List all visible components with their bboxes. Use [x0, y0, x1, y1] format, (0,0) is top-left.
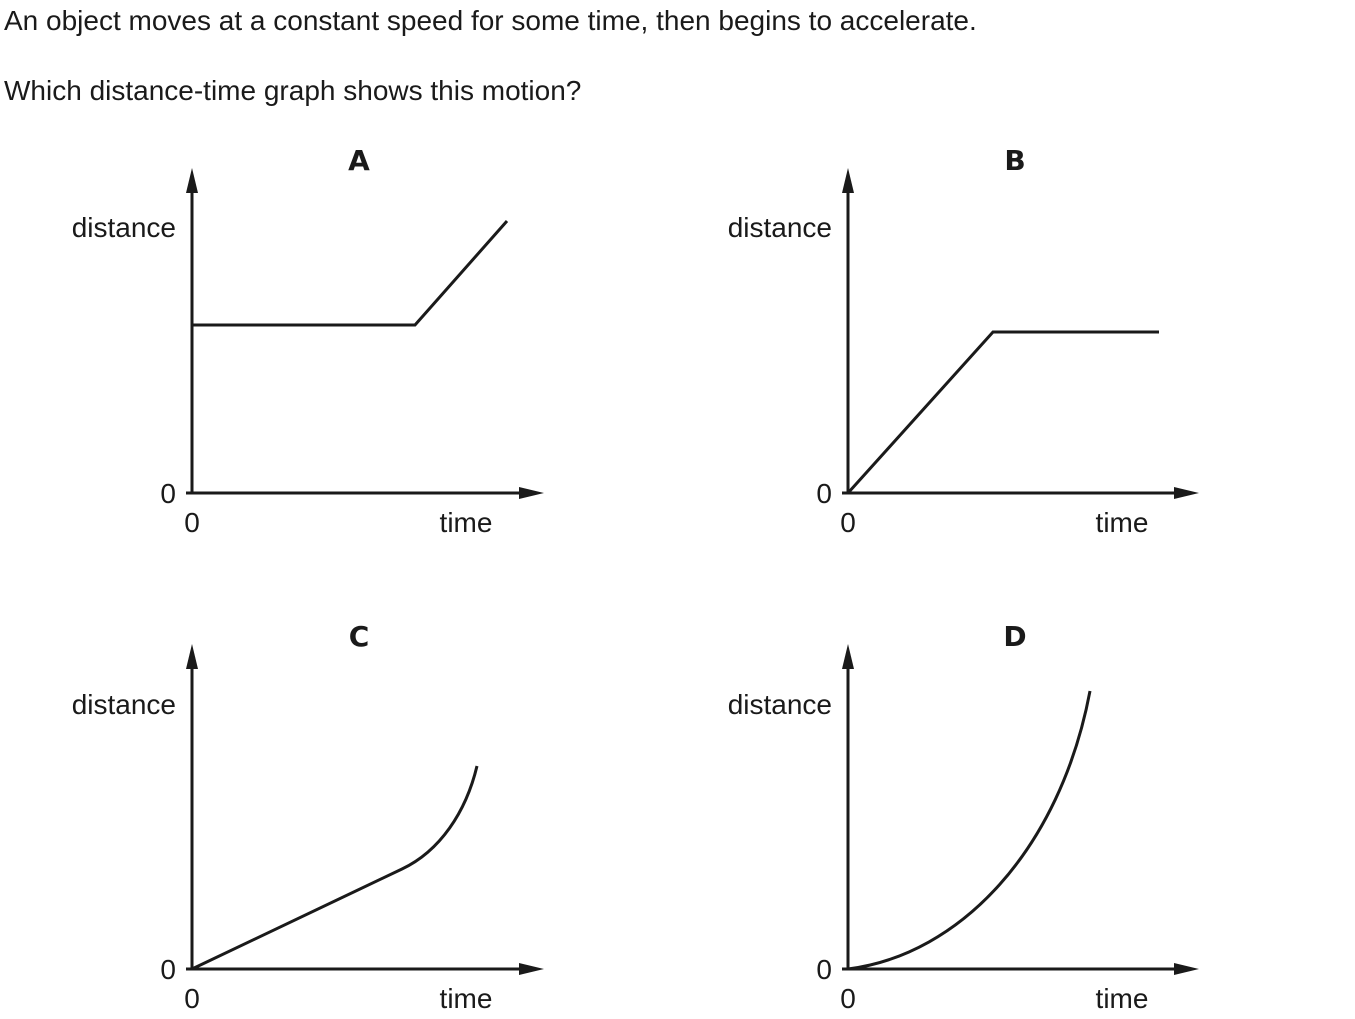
graph-a-line — [192, 220, 509, 327]
graph-b-y-origin: 0 — [816, 478, 832, 509]
graph-a-x-label: time — [440, 507, 493, 538]
graph-d-y-origin: 0 — [816, 954, 832, 985]
graph-d-y-arrow-icon — [842, 644, 854, 669]
graph-b-line — [846, 330, 1159, 495]
graph-b-x-origin: 0 — [840, 507, 856, 538]
graph-a-y-origin: 0 — [160, 478, 176, 509]
graph-a: A distance 0 0 time — [72, 144, 544, 538]
graph-b-x-label: time — [1096, 507, 1149, 538]
graph-c-y-label: distance — [72, 689, 176, 720]
graph-b-y-arrow-icon — [842, 168, 854, 193]
graph-c-x-origin: 0 — [184, 983, 200, 1014]
graph-c-x-arrow-icon — [519, 963, 544, 975]
graph-d-line — [847, 690, 1092, 971]
graph-b-y-label: distance — [728, 212, 832, 243]
graph-d-letter: D — [1003, 620, 1026, 653]
graph-d-x-arrow-icon — [1174, 963, 1199, 975]
graph-a-x-origin: 0 — [184, 507, 200, 538]
graph-c-letter: C — [349, 620, 370, 653]
graph-c-y-arrow-icon — [186, 644, 198, 669]
graph-c-line — [191, 765, 479, 971]
graph-b-letter: B — [1004, 144, 1025, 177]
graph-a-letter: A — [348, 144, 370, 177]
graph-c: C distance 0 0 time — [72, 620, 544, 1014]
graph-a-x-arrow-icon — [519, 487, 544, 499]
graph-a-y-label: distance — [72, 212, 176, 243]
question-prompt: Which distance-time graph shows this mot… — [4, 75, 582, 106]
graph-d-x-origin: 0 — [840, 983, 856, 1014]
graph-d: D distance 0 0 time — [728, 620, 1199, 1014]
graph-b: B distance 0 0 time — [728, 144, 1199, 538]
graph-d-y-label: distance — [728, 689, 832, 720]
graph-c-x-label: time — [440, 983, 493, 1014]
graph-b-x-arrow-icon — [1174, 487, 1199, 499]
graph-d-x-label: time — [1096, 983, 1149, 1014]
graph-a-y-arrow-icon — [186, 168, 198, 193]
graph-c-y-origin: 0 — [160, 954, 176, 985]
question-statement: An object moves at a constant speed for … — [4, 5, 977, 36]
